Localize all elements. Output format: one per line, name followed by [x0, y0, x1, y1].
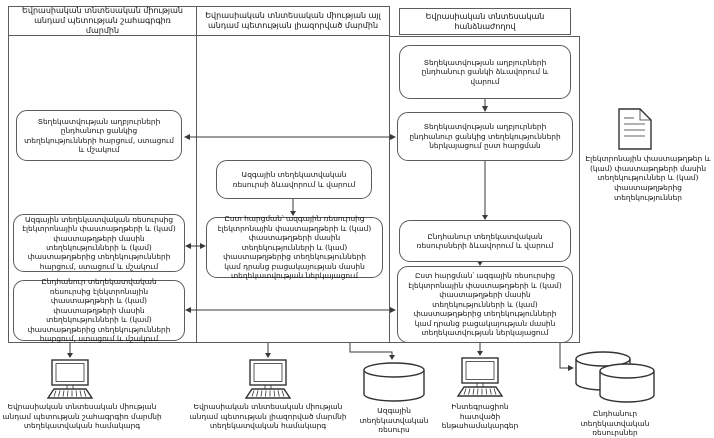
- box-request-common-resource-docs: Ընդհանուր տեղեկատվական ռեսուրսից էլեկտրո…: [13, 277, 185, 344]
- caption-text: Ինտեգրացիոն հատվածի ենթահամակարգեր: [441, 402, 519, 431]
- computer-icon: [244, 359, 292, 399]
- caption-integration-subsystems: Ինտեգրացիոն հատվածի ենթահամակարգեր: [433, 402, 527, 431]
- box-national-resource-provision: Ըստ հարցման՝ ազգային ռեսուրսից էլեկտրոնա…: [206, 214, 383, 281]
- caption-authorized-system: Եվրասիական տնտեսական միության անդամ պետո…: [184, 402, 352, 431]
- caption-common-resources: Ընդհանուր տեղեկատվական ռեսուրսներ: [560, 409, 670, 438]
- caption-national-resource: Ազգային տեղեկատվական ռեսուրս: [348, 406, 440, 435]
- box-text: Ազգային տեղեկատվական ռեսուրսի ձևավորում …: [232, 170, 356, 189]
- box-common-list-provision: Տեղեկատվության աղբյուրների ընդհանուր ցան…: [397, 112, 573, 161]
- box-text: Տեղեկատվության աղբյուրների ընդհանուր ցան…: [24, 116, 174, 154]
- box-request-common-list-info: Տեղեկատվության աղբյուրների ընդհանուր ցան…: [16, 110, 182, 161]
- lane-header-interested-body: Եվրասիական տնտեսական միության անդամ պետո…: [8, 6, 197, 36]
- box-commission-docs-provision: Ըստ հարցման՝ ազգային ռեսուրսից էլեկտրոնա…: [397, 266, 573, 343]
- caption-text: Եվրասիական տնտեսական միության անդամ պետո…: [189, 402, 347, 431]
- database-icon: [363, 362, 425, 402]
- side-note-text: Էլեկտրոնային փաստաթղթեր և (կամ) փաստաթղթ…: [585, 154, 711, 202]
- computer-icon: [46, 359, 94, 399]
- database-group-icon: [575, 351, 655, 403]
- lane-header-commission: Եվրասիական տնտեսական հանձնաժողով: [399, 8, 571, 35]
- caption-text: Եվրասիական տնտեսական միության անդամ պետո…: [2, 402, 162, 431]
- caption-interested-system: Եվրասիական տնտեսական միության անդամ պետո…: [0, 402, 164, 431]
- box-text: Ընդհանուր տեղեկատվական ռեսուրսից էլեկտրո…: [27, 277, 171, 344]
- lane-title: Եվրասիական տնտեսական միության այլ անդամ …: [205, 11, 381, 30]
- caption-text: Ընդհանուր տեղեկատվական ռեսուրսներ: [580, 409, 650, 438]
- box-text: Ընդհանուր տեղեկատվական ռեսուրսների ձևավո…: [416, 231, 554, 250]
- box-text: Տեղեկատվության աղբյուրների ընդհանուր ցան…: [409, 122, 561, 151]
- box-text: Տեղեկատվության աղբյուրների ընդհանուր ցան…: [421, 57, 549, 86]
- lane-title: Եվրասիական տնտեսական միության անդամ պետո…: [22, 6, 183, 35]
- lane-header-authorized-body: Եվրասիական տնտեսական միության այլ անդամ …: [196, 6, 390, 36]
- side-note: Էլեկտրոնային փաստաթղթեր և (կամ) փաստաթղթ…: [582, 154, 714, 202]
- box-request-national-resource-docs: Ազգային տեղեկատվական ռեսուրսից էլեկտրոնա…: [13, 214, 185, 272]
- document-icon: [618, 108, 652, 150]
- caption-text: Ազգային տեղեկատվական ռեսուրս: [359, 406, 429, 435]
- box-text: Ըստ հարցման՝ ազգային ռեսուրսից էլեկտրոնա…: [408, 271, 562, 338]
- box-common-resources-maintenance: Ընդհանուր տեղեկատվական ռեսուրսների ձևավո…: [399, 220, 571, 262]
- box-text: Ըստ հարցման՝ ազգային ռեսուրսից էլեկտրոնա…: [217, 214, 372, 281]
- computer-icon: [456, 357, 504, 397]
- box-text: Ազգային տեղեկատվական ռեսուրսից էլեկտրոնա…: [22, 214, 176, 271]
- box-national-resource-maintenance: Ազգային տեղեկատվական ռեսուրսի ձևավորում …: [216, 160, 372, 199]
- box-common-list-maintenance: Տեղեկատվության աղբյուրների ընդհանուր ցան…: [399, 45, 571, 99]
- lane-title: Եվրասիական տնտեսական հանձնաժողով: [425, 11, 545, 31]
